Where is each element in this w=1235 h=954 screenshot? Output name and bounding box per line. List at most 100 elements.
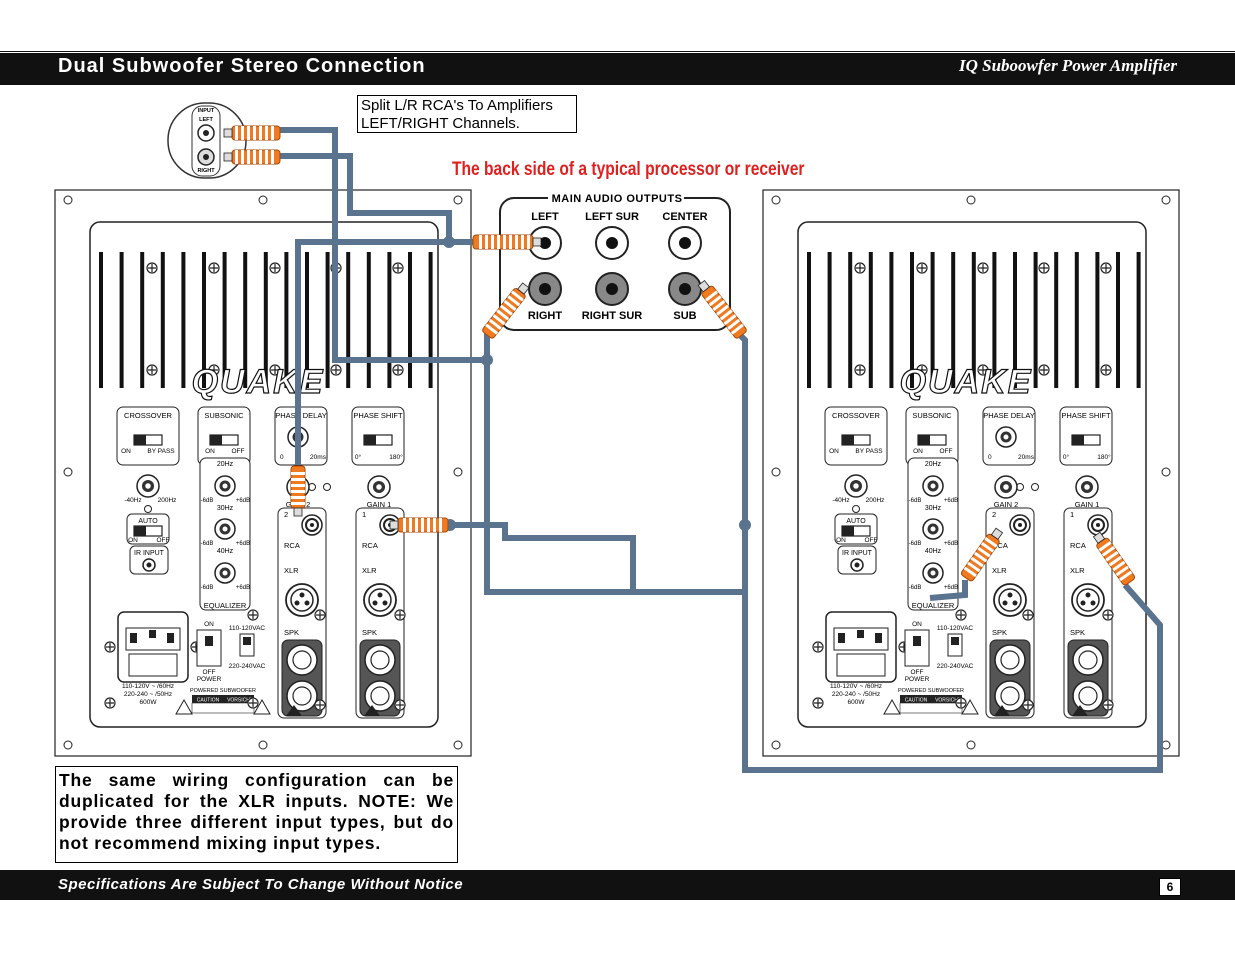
xlr-pin — [382, 600, 388, 606]
speakon-inner — [1000, 650, 1020, 670]
rca-plug-stripe — [708, 295, 722, 307]
power-switch — [196, 629, 222, 667]
vent-slot — [1033, 252, 1038, 388]
caution-text-box — [191, 702, 255, 714]
label-f20: 20Hz — [925, 461, 942, 468]
label-powered-sub: POWERED SUBWOOFER — [898, 688, 964, 694]
speaker-warning-icon — [286, 705, 302, 716]
toggle-lever — [210, 435, 222, 445]
rca-plug-tip — [532, 237, 542, 247]
label-180deg: 180° — [1097, 453, 1111, 461]
label-minus6db: -6dB — [201, 498, 214, 504]
label-minus6db: -6dB — [909, 498, 922, 504]
label-on: ON — [121, 448, 131, 455]
control-label-phase_shift: PHASE SHIFT — [1061, 411, 1111, 420]
label-power-on: ON — [204, 621, 214, 628]
speaker-warning-icon — [364, 705, 380, 716]
product-name: IQ Suboowfer Power Amplifier — [958, 56, 1177, 75]
rca-plug-stripe — [241, 150, 244, 164]
label-off: OFF — [865, 537, 878, 544]
rca-plug-stripe — [271, 126, 274, 140]
quake-logo: QUAKE — [192, 363, 325, 401]
rca-plug-stripe — [511, 290, 524, 302]
warning-triangle-icon — [253, 698, 271, 715]
mount-hole — [453, 467, 463, 477]
speakon-inner — [1078, 650, 1098, 670]
vent-slot — [222, 252, 227, 388]
vent-slot — [140, 252, 145, 388]
caution-bar — [192, 695, 254, 703]
led-indicator — [852, 505, 860, 513]
label-vorsicht: VORSICHT — [227, 698, 253, 704]
mount-hole — [453, 740, 463, 750]
label-power: POWER — [197, 676, 222, 683]
screw-cross — [249, 699, 257, 707]
screw-cross — [1024, 611, 1032, 619]
page-number: 6 — [1159, 878, 1181, 896]
screw-cross — [106, 699, 114, 707]
warning-triangle-icon — [883, 698, 901, 715]
quake-logo: QUAKE — [900, 363, 1033, 401]
rca-plug-stripe — [439, 518, 442, 532]
label-f40: 40Hz — [925, 548, 942, 555]
label-plus6db: +6dB — [236, 541, 250, 547]
speaker-warning-icon — [994, 705, 1010, 716]
label-power-off: OFF — [911, 669, 924, 676]
rca-plug-stripe — [253, 126, 256, 140]
rca-plug-tip — [697, 279, 711, 293]
knob-dot — [930, 483, 936, 489]
rca-plug-stripe — [291, 502, 305, 505]
rca-plug-stripe — [491, 235, 494, 249]
mount-hole — [1161, 740, 1171, 750]
screw-cross — [918, 264, 926, 272]
label-220vac: 220-240VAC — [229, 663, 266, 670]
rca-plug-stripe — [247, 126, 250, 140]
inlet-pin — [857, 630, 864, 638]
label-f30: 30Hz — [925, 505, 942, 512]
rca-plug-stripe — [970, 556, 984, 568]
knob-dot — [145, 483, 151, 489]
vent-slot — [160, 252, 165, 388]
rca-plug-stripe — [1119, 570, 1133, 582]
rca-plug-stripe — [730, 323, 744, 335]
rca-plug-stripe — [235, 126, 238, 140]
label-equalizer: EQUALIZER — [204, 601, 247, 610]
vent-slot — [868, 252, 873, 388]
control-label-crossover: CROSSOVER — [832, 411, 881, 420]
control-label-subsonic: SUBSONIC — [912, 411, 952, 420]
label-plus6db: +6dB — [236, 585, 250, 591]
vent-slot — [202, 252, 206, 388]
fuse-drawer — [836, 653, 886, 677]
rca-plugs — [223, 125, 1136, 586]
cable-right-to-amp1 — [445, 522, 636, 590]
inlet-pin — [167, 633, 174, 643]
xlr-pin — [304, 600, 310, 606]
rca-plug-stripe — [259, 150, 262, 164]
screw-cross — [814, 699, 822, 707]
label-caution: CAUTION — [905, 698, 928, 704]
caution-text-box — [899, 702, 963, 714]
led-indicator — [144, 505, 152, 513]
label-channel-ch1: 1 — [1070, 510, 1074, 519]
control-label-crossover: CROSSOVER — [124, 411, 173, 420]
toggle-lever — [842, 435, 854, 445]
rca-plug-tip — [1092, 531, 1106, 544]
label-f30: 30Hz — [217, 505, 234, 512]
rca-plug-icon — [223, 149, 281, 165]
rca-plug-stripe — [727, 318, 741, 330]
knob-dot — [1003, 484, 1009, 490]
label-rating-220: 220-240 ~ /50Hz — [124, 691, 172, 698]
vent-slot — [951, 252, 956, 388]
xlr-pin — [1002, 600, 1008, 606]
vent-slot — [1116, 252, 1120, 388]
inlet-pin — [130, 633, 137, 643]
rca-plug-stripe — [497, 235, 500, 249]
warning-triangle-icon — [961, 698, 979, 715]
rca-plug-icon — [1092, 531, 1136, 586]
rca-plug-stripe — [247, 150, 250, 164]
xlr-pin — [377, 592, 383, 598]
vent-slot — [1095, 252, 1100, 388]
rca-plug-tip — [223, 128, 233, 138]
label-minus6db: -6dB — [909, 541, 922, 547]
